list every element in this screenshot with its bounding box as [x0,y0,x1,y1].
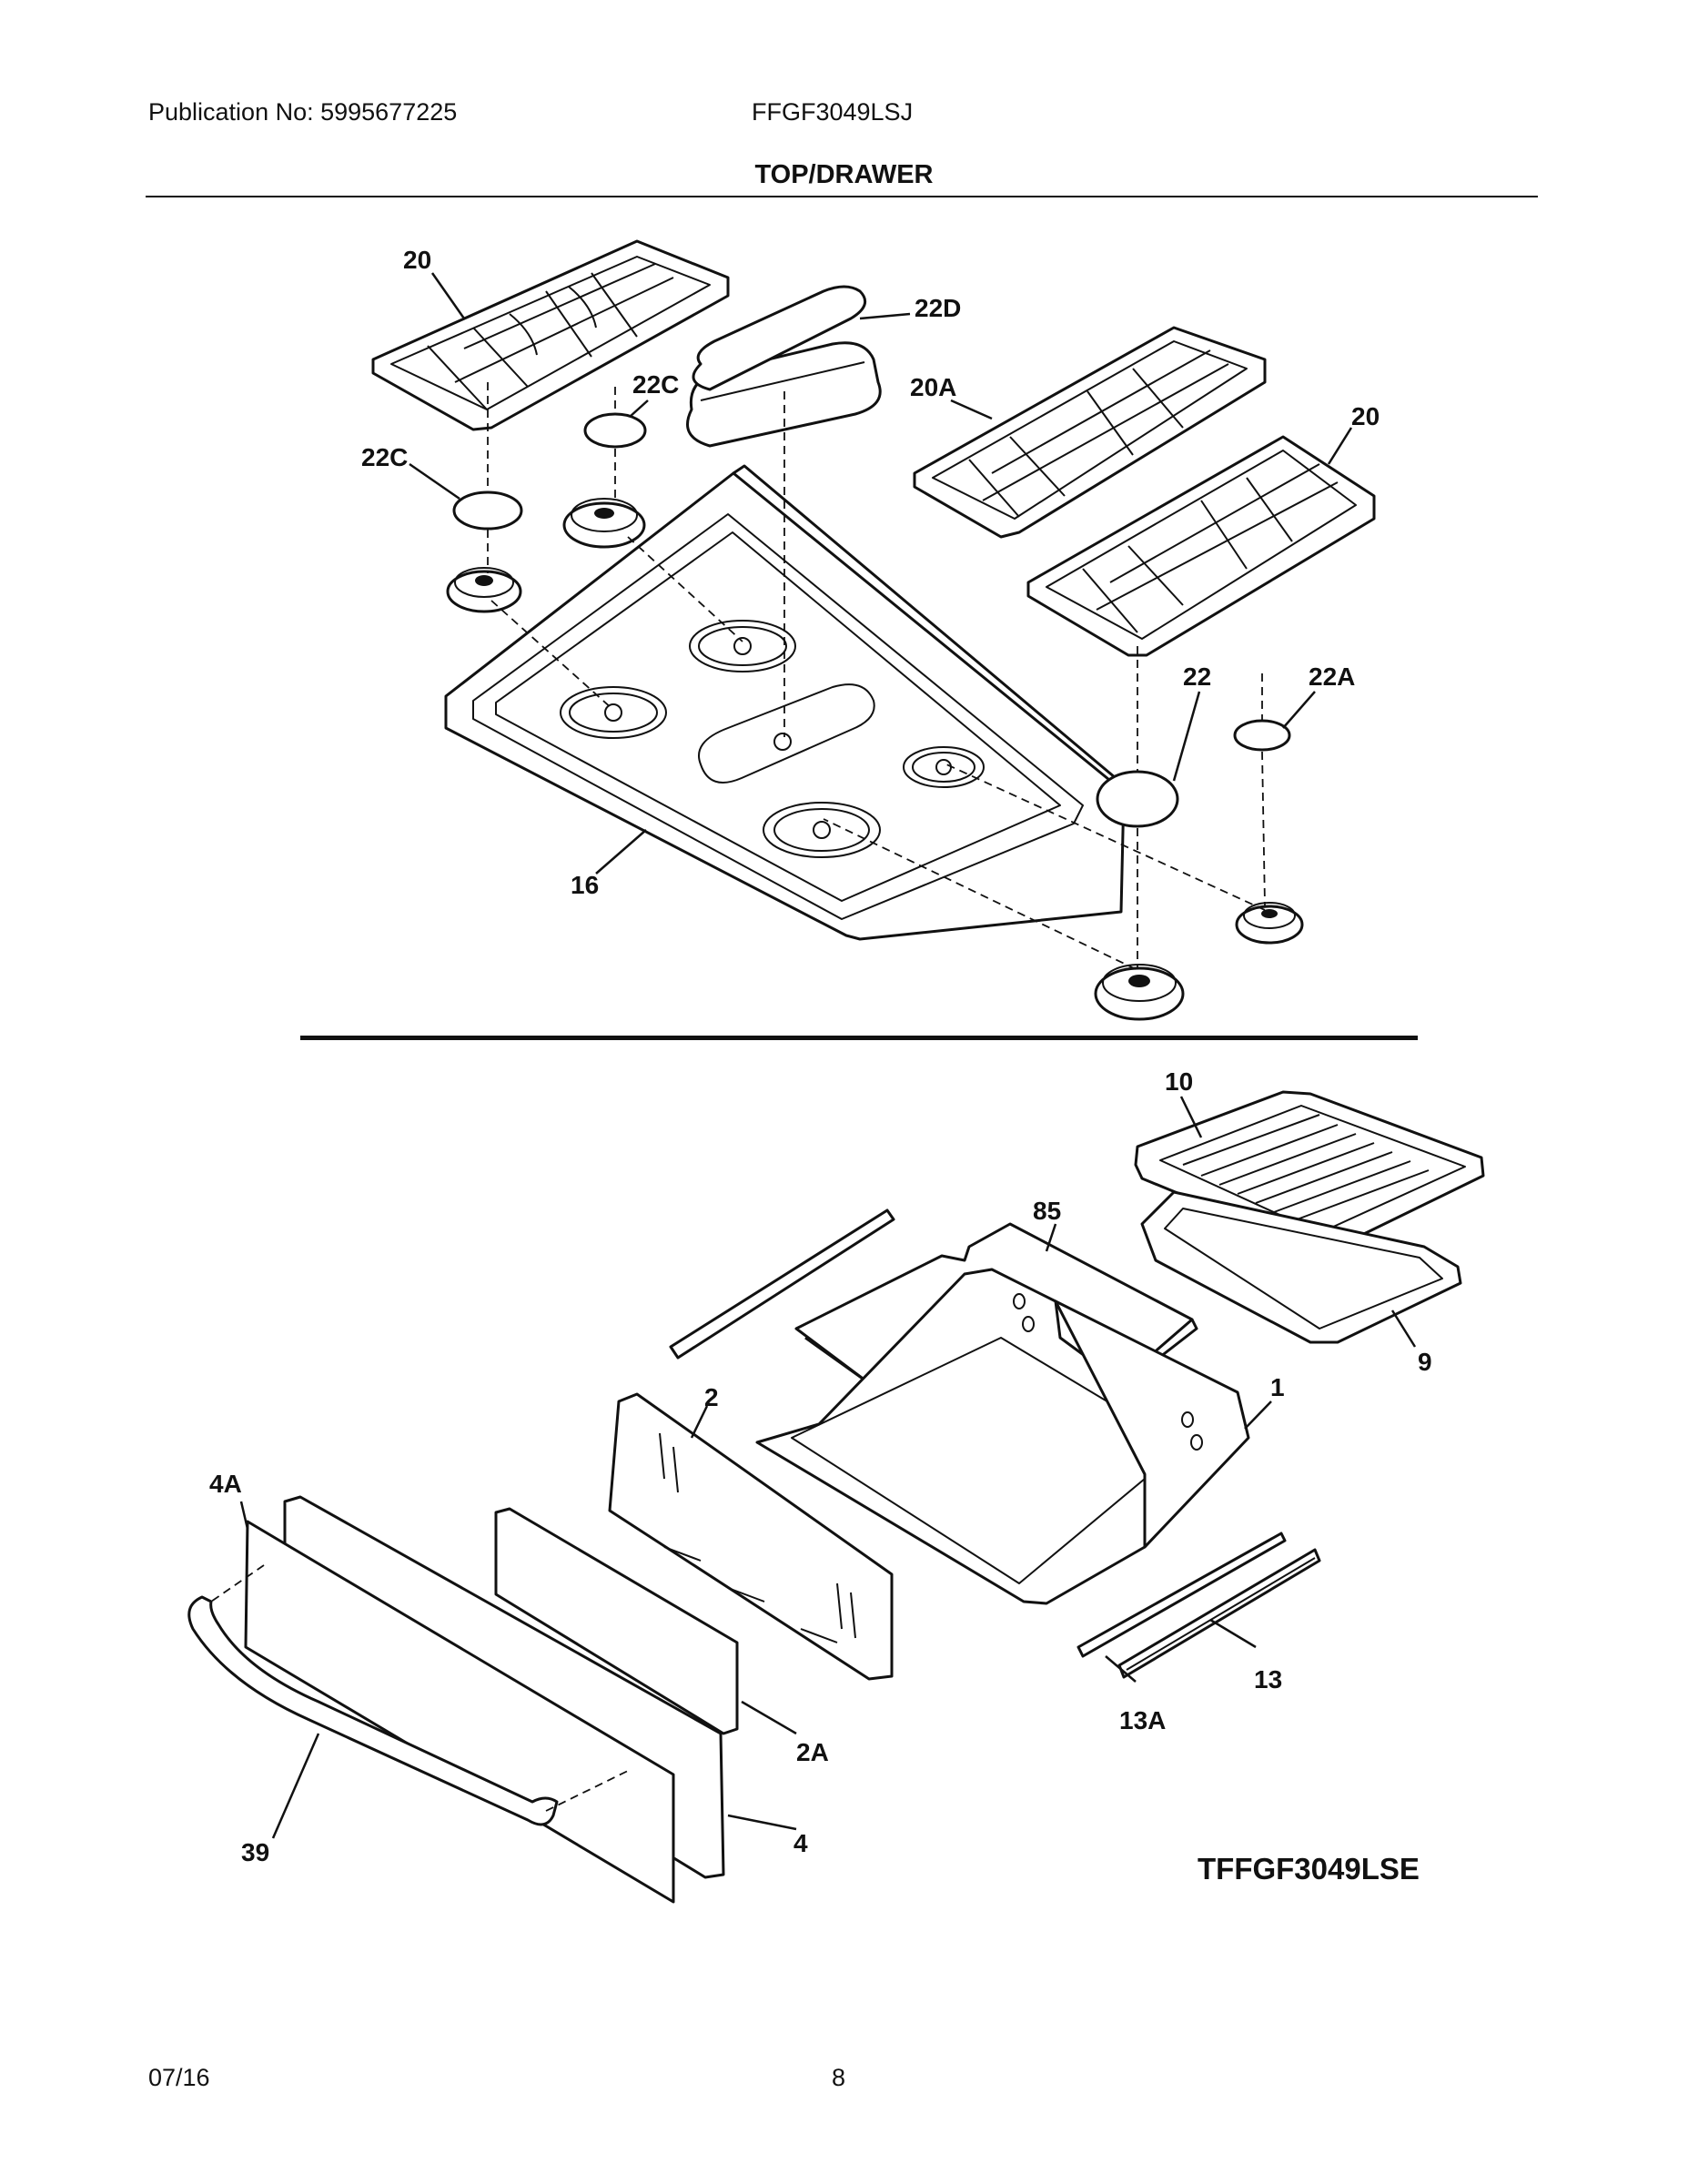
callout-4a: 4A [209,1470,242,1498]
drawer-front-outer [244,1520,675,1904]
broiler-pan [1140,1190,1462,1344]
burner-cap-left-front [452,490,523,531]
grate-left [371,239,730,431]
grate-right [1026,435,1376,657]
callout-20-left: 20 [403,246,431,274]
drawer-liner [494,1507,739,1735]
side-rail-left [669,1208,895,1360]
burner-head-3 [1235,902,1304,945]
footer-date: 07/16 [148,2064,210,2091]
callout-20a: 20A [910,373,956,401]
callout-9: 9 [1418,1348,1432,1376]
drawer-slide [1117,1548,1321,1679]
callout-20-right: 20 [1351,402,1380,430]
cooktop-assembly [444,464,1130,941]
callout-4: 4 [793,1829,808,1857]
slide-bracket [1076,1532,1287,1658]
diagram-reference: TFFGF3049LSE [1198,1852,1420,1886]
section-divider [300,1036,1418,1040]
callout-22: 22 [1183,662,1211,691]
drawer-back-panel [608,1392,894,1681]
callout-2: 2 [704,1383,719,1411]
publication-number: Publication No: 5995677225 [148,98,458,126]
callout-10: 10 [1165,1067,1193,1096]
grate-center [913,326,1267,539]
callout-22c-center: 22C [632,370,679,399]
callout-85: 85 [1033,1197,1061,1225]
drawer-handle [187,1595,559,1826]
header-rule [146,196,1538,197]
callout-2a: 2A [796,1738,829,1766]
burner-cap-small [1233,719,1291,752]
page-number: 8 [832,2064,846,2091]
callout-22c-left: 22C [361,443,408,471]
burner-head-4 [1094,964,1185,1021]
callout-13a: 13A [1119,1706,1166,1734]
model-number: FFGF3049LSJ [752,98,914,126]
callout-13: 13 [1254,1665,1282,1694]
burner-cap-left-back [583,412,647,449]
drawer-body [755,1268,1250,1605]
callout-1: 1 [1270,1373,1285,1401]
callout-16: 16 [571,871,599,899]
callout-22a: 22A [1309,662,1355,691]
burner-head-2 [562,498,646,549]
callout-22d: 22D [915,294,961,322]
callout-39: 39 [241,1838,269,1866]
section-title: TOP/DRAWER [754,160,934,189]
burner-head-1 [446,567,522,613]
burner-cap-large [1096,770,1179,828]
